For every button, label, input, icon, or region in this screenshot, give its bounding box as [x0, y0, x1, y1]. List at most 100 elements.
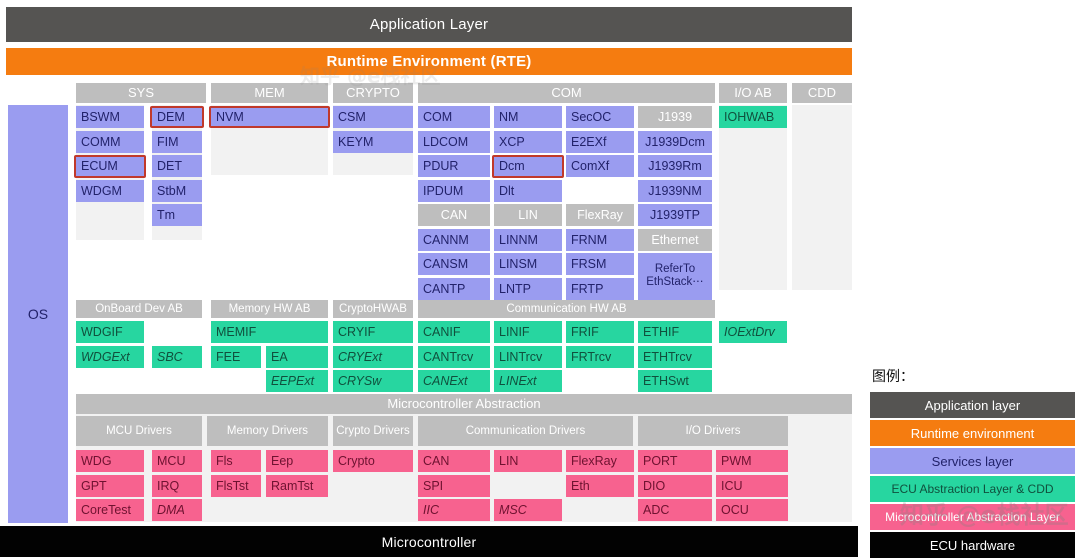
module-cantp[interactable]: CANTP [418, 277, 490, 300]
module-coretest[interactable]: CoreTest [76, 499, 144, 521]
module-dma[interactable]: DMA [152, 499, 202, 521]
module-can[interactable]: CAN [418, 204, 490, 226]
module-j1939nm[interactable]: J1939NM [638, 179, 712, 202]
module-ethernet[interactable]: Ethernet [638, 228, 712, 251]
module-ocu[interactable]: OCU [716, 499, 788, 521]
module-line: EthStack⋯ [646, 276, 704, 289]
module-mcu[interactable]: MCU [152, 450, 202, 472]
module-xcp[interactable]: XCP [494, 130, 562, 153]
module-ea[interactable]: EA [266, 345, 328, 368]
module-eepext[interactable]: EEPExt [266, 370, 328, 392]
module-cannm[interactable]: CANNM [418, 228, 490, 251]
module-tm[interactable]: Tm [152, 204, 202, 226]
module-j1939dcm[interactable]: J1939Dcm [638, 130, 712, 153]
module-com[interactable]: COM [418, 106, 490, 128]
module-lntp[interactable]: LNTP [494, 277, 562, 300]
module-j1939rm[interactable]: J1939Rm [638, 155, 712, 177]
module-ethswt[interactable]: ETHSwt [638, 370, 712, 392]
module-cryext[interactable]: CRYExt [333, 345, 413, 368]
module-pwm[interactable]: PWM [716, 450, 788, 472]
module-canif[interactable]: CANIF [418, 321, 490, 343]
module-dcm[interactable]: Dcm [494, 155, 562, 177]
module-lin[interactable]: LIN [494, 204, 562, 226]
module-keym[interactable]: KEYM [333, 130, 413, 153]
module-cantrcv[interactable]: CANTrcv [418, 345, 490, 368]
module-ethtrcv[interactable]: ETHTrcv [638, 345, 712, 368]
module-iohwab[interactable]: IOHWAB [719, 106, 787, 128]
module-linnm[interactable]: LINNM [494, 228, 562, 251]
group-header-sys: SYS [76, 83, 206, 103]
module-adc[interactable]: ADC [638, 499, 712, 521]
module-lin[interactable]: LIN [494, 450, 562, 472]
module-cryif[interactable]: CRYIF [333, 321, 413, 343]
module-ipdum[interactable]: IPDUM [418, 179, 490, 202]
module-comxf[interactable]: ComXf [566, 155, 634, 177]
module-det[interactable]: DET [152, 155, 202, 177]
module-canext[interactable]: CANExt [418, 370, 490, 392]
module-fls[interactable]: Fls [211, 450, 261, 472]
legend-row-mcal: Microcontroller Abstraction Layer [870, 504, 1075, 530]
module-nvm[interactable]: NVM [211, 106, 328, 128]
group-header-crypto-drivers: Crypto Drivers [333, 416, 413, 446]
module-sbc[interactable]: SBC [152, 345, 202, 368]
module-frif[interactable]: FRIF [566, 321, 634, 343]
module-j1939[interactable]: J1939 [638, 106, 712, 128]
module-bswm[interactable]: BSWM [76, 106, 144, 128]
module-stbm[interactable]: StbM [152, 179, 202, 202]
module-eep[interactable]: Eep [266, 450, 328, 472]
module-wdgif[interactable]: WDGIF [76, 321, 144, 343]
module-nm[interactable]: NM [494, 106, 562, 128]
module-dio[interactable]: DIO [638, 474, 712, 497]
module-irq[interactable]: IRQ [152, 474, 202, 497]
module-wdgm[interactable]: WDGM [76, 179, 144, 202]
mcal-title: Microcontroller Abstraction [76, 394, 852, 414]
module-dlt[interactable]: Dlt [494, 179, 562, 202]
module-wdg[interactable]: WDG [76, 450, 144, 472]
module-pdur[interactable]: PDUR [418, 155, 490, 177]
module-e2exf[interactable]: E2EXf [566, 130, 634, 153]
module-iic[interactable]: IIC [418, 499, 490, 521]
module-dem[interactable]: DEM [152, 106, 202, 128]
group-header-io-drivers: I/O Drivers [638, 416, 788, 446]
module-linif[interactable]: LINIF [494, 321, 562, 343]
module-frtp[interactable]: FRTP [566, 277, 634, 300]
module-fim[interactable]: FIM [152, 130, 202, 153]
module-crypto[interactable]: Crypto [333, 450, 413, 472]
module-ethif[interactable]: ETHIF [638, 321, 712, 343]
module-frtrcv[interactable]: FRTrcv [566, 345, 634, 368]
module-icu[interactable]: ICU [716, 474, 788, 497]
module-flstst[interactable]: FlsTst [211, 474, 261, 497]
module-csm[interactable]: CSM [333, 106, 413, 128]
module-fee[interactable]: FEE [211, 345, 261, 368]
module-flexray[interactable]: FlexRay [566, 204, 634, 226]
module-lintrcv[interactable]: LINTrcv [494, 345, 562, 368]
module-wdgext[interactable]: WDGExt [76, 345, 144, 368]
module-flexray[interactable]: FlexRay [566, 450, 634, 472]
module-j1939tp[interactable]: J1939TP [638, 204, 712, 226]
module-ecum[interactable]: ECUM [76, 155, 144, 177]
module-secoc[interactable]: SecOC [566, 106, 634, 128]
module-comm[interactable]: COMM [76, 130, 144, 153]
rte-banner: Runtime Environment (RTE) [6, 48, 852, 75]
module-ioextdrv[interactable]: IOExtDrv [719, 321, 787, 343]
group-header-cdd: CDD [792, 83, 852, 103]
application-layer-banner: Application Layer [6, 7, 852, 42]
module-spi[interactable]: SPI [418, 474, 490, 497]
module-frsm[interactable]: FRSM [566, 253, 634, 275]
module-ldcom[interactable]: LDCOM [418, 130, 490, 153]
module-cansm[interactable]: CANSM [418, 253, 490, 275]
module-ramtst[interactable]: RamTst [266, 474, 328, 497]
module-port[interactable]: PORT [638, 450, 712, 472]
module-msc[interactable]: MSC [494, 499, 562, 521]
module-crysw[interactable]: CRYSw [333, 370, 413, 392]
legend-row-runtime-environment: Runtime environment [870, 420, 1075, 446]
module-memif[interactable]: MEMIF [211, 321, 328, 343]
module-can[interactable]: CAN [418, 450, 490, 472]
module-line: ReferTo [654, 263, 696, 276]
module-linext[interactable]: LINExt [494, 370, 562, 392]
module-eth[interactable]: Eth [566, 474, 634, 497]
module-gpt[interactable]: GPT [76, 474, 144, 497]
module-linsm[interactable]: LINSM [494, 253, 562, 275]
module-frnm[interactable]: FRNM [566, 228, 634, 251]
